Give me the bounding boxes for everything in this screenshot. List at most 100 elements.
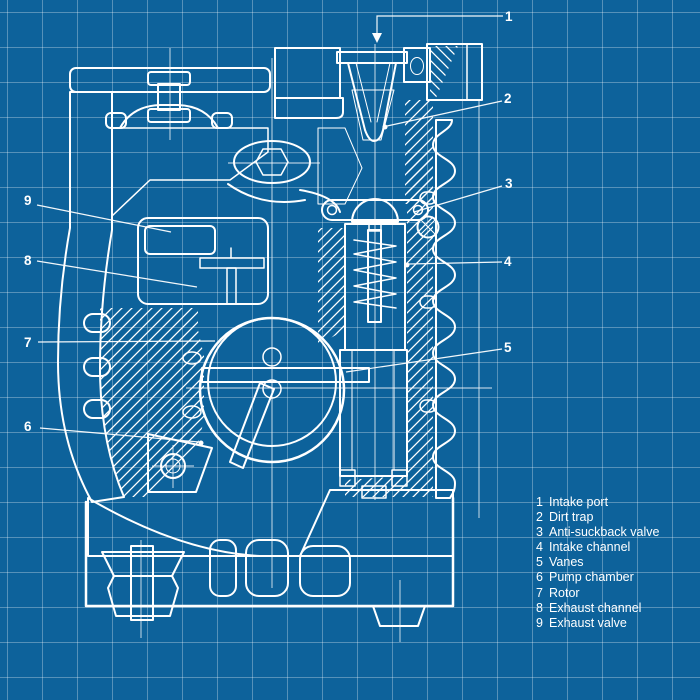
legend-label: Rotor (549, 585, 580, 600)
intake-assembly (274, 43, 483, 142)
valve-spring (353, 239, 397, 309)
channel-foot (391, 469, 408, 487)
rubber-foot-lower (107, 575, 179, 617)
exhaust-pin (226, 267, 237, 305)
legend-item-rotor: 7 Rotor (536, 586, 659, 601)
oval-boss (182, 351, 202, 365)
flange-section (430, 46, 458, 98)
legend-number: 6 (536, 570, 543, 585)
valve-head (351, 198, 399, 223)
callout-6: 6 (24, 419, 204, 446)
callout-7: 7 (24, 335, 216, 350)
base-slot (245, 539, 289, 597)
right-tab (211, 112, 233, 129)
boss-mound (119, 104, 219, 129)
callout-2: 2 (382, 91, 512, 130)
leader-dot (382, 124, 388, 130)
vane-diagonal (229, 382, 275, 469)
legend-label: Exhaust channel (549, 600, 642, 615)
leader-dot (404, 262, 410, 268)
fin-notch (419, 399, 437, 413)
pump-housing (57, 67, 455, 608)
callout-number-7: 7 (24, 335, 32, 350)
legend-number: 3 (536, 525, 543, 540)
anti-suckback-valve-assembly (321, 198, 440, 351)
hex-nut (255, 148, 289, 176)
callout-number-5: 5 (504, 340, 512, 355)
intake-channel (339, 349, 408, 499)
callout-5: 5 (345, 340, 512, 373)
fin-notch (419, 191, 437, 205)
exhaust-plate (199, 257, 265, 269)
callout-number-6: 6 (24, 419, 32, 434)
legend-label: Dirt trap (549, 510, 594, 525)
left-fin-slot (83, 357, 111, 377)
legend-number: 9 (536, 615, 543, 630)
channel-inner-walls (351, 349, 395, 471)
intake-right-wall-section (405, 100, 433, 204)
funnel-inner-wall (355, 62, 391, 123)
legend-number: 7 (536, 585, 543, 600)
foot-bolt (130, 545, 154, 621)
base-section (87, 489, 454, 557)
base-slot (209, 539, 237, 597)
callout-4: 4 (404, 254, 512, 269)
intake-mount-block (274, 47, 341, 99)
intake-flange (336, 51, 408, 64)
right-foot (372, 605, 426, 627)
fin-notch (419, 295, 437, 309)
callout-number-8: 8 (24, 253, 32, 268)
legend-label: Anti-suckback valve (549, 525, 660, 540)
legend-number: 4 (536, 540, 543, 555)
intake-mount-band (274, 97, 344, 119)
legend-item-anti-suckback-valve: 3 Anti-suckback valve (536, 525, 659, 540)
down-arrow-icon (372, 33, 382, 43)
exhaust-cavity (137, 217, 269, 305)
legend-number: 1 (536, 495, 543, 509)
left-fin-slot (83, 313, 111, 333)
base-slot (299, 545, 351, 597)
dirt-trap-mesh (351, 89, 395, 141)
legend-item-intake-port: 1 Intake port (536, 495, 659, 510)
vane-horizontal (201, 367, 370, 383)
sight-glass (233, 140, 311, 184)
spool-top-flange (147, 71, 191, 86)
legend-label: Intake port (549, 495, 609, 509)
legend-number: 8 (536, 600, 543, 615)
legend-label: Intake channel (549, 540, 631, 555)
valve-left-wall-section (318, 228, 345, 345)
cooling-fins-right (432, 119, 456, 499)
screw-head (416, 215, 440, 239)
top-right-flange (426, 43, 483, 101)
legend-label: Pump chamber (549, 570, 634, 585)
fin-notches (419, 191, 437, 413)
left-fin-slot (83, 399, 111, 419)
legend-label: Exhaust valve (549, 615, 627, 630)
bolt-bracket (147, 433, 213, 493)
bolt-inner (165, 458, 181, 474)
leader-dot (198, 440, 204, 446)
callout-9: 9 (24, 193, 172, 233)
callout-number-4: 4 (504, 254, 512, 269)
mid-left-section (100, 308, 204, 497)
channel-bottom-tab (361, 485, 387, 499)
callout-3: 3 (413, 176, 513, 213)
callout-number-1: 1 (505, 9, 513, 24)
cam-lever (227, 183, 341, 213)
legend-label: Vanes (549, 555, 584, 570)
bolt-outer (160, 453, 186, 479)
channel-foot (339, 469, 356, 487)
left-tab (105, 112, 127, 129)
legend-item-exhaust-valve: 9 Exhaust valve (536, 616, 659, 631)
base-assembly (101, 539, 426, 627)
top-plate (69, 67, 271, 93)
valve-stem-rod (367, 229, 382, 323)
intake-left-wall-section (317, 127, 363, 205)
seal-housing (403, 47, 431, 83)
callout-number-9: 9 (24, 193, 32, 208)
